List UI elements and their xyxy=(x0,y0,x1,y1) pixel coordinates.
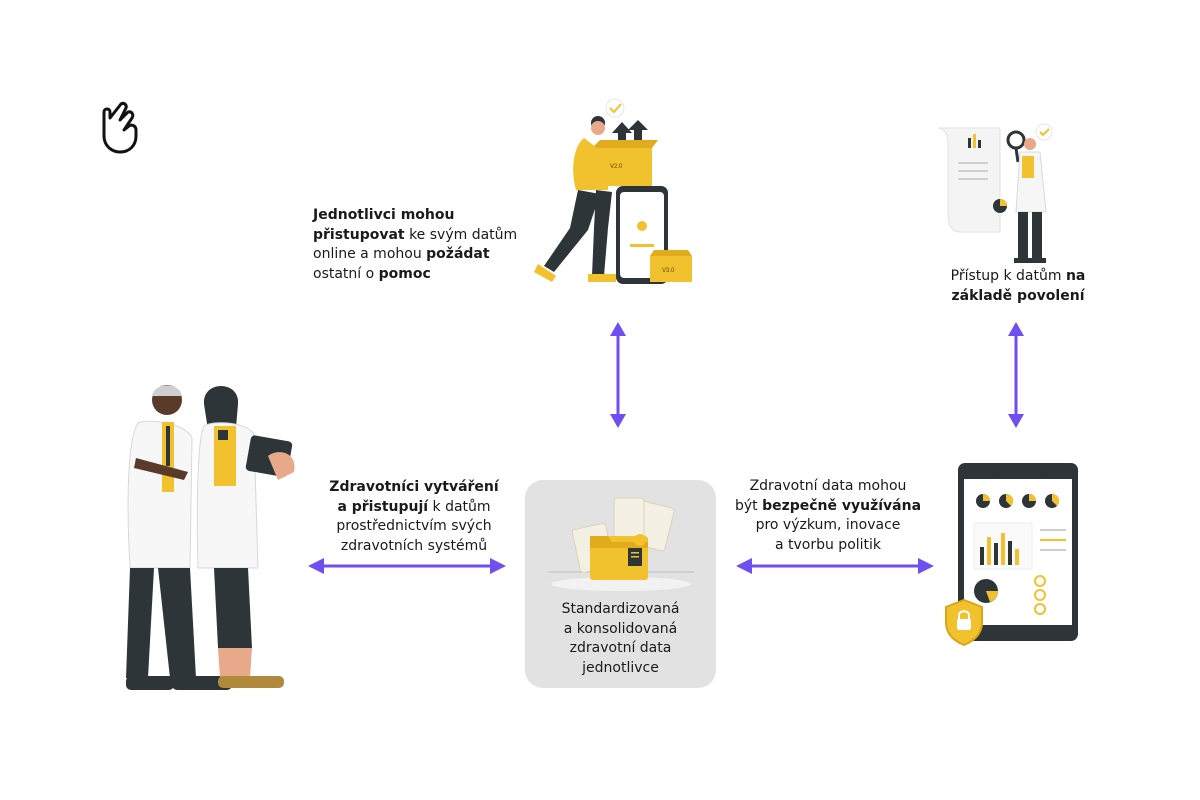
patient-caption-line4-bold: pomoc xyxy=(378,265,431,282)
arrow-hub-tablet xyxy=(736,558,934,574)
access-illustration xyxy=(937,123,1053,263)
hub-label-line4: jednotlivce xyxy=(582,659,659,676)
access-caption-line2: základě povolení xyxy=(951,287,1085,304)
clinicians-illustration xyxy=(126,385,295,690)
patient-illustration: V2.0 V3.0 xyxy=(534,98,692,284)
shield-lock-icon xyxy=(945,598,983,647)
folder-illustration xyxy=(548,497,694,591)
hub-label: Standardizovaná a konsolidovaná zdravotn… xyxy=(525,600,716,678)
research-caption-line4: a tvorbu politik xyxy=(774,536,882,553)
arrow-clinicians-hub xyxy=(308,558,506,574)
hand-pointer-icon xyxy=(102,101,138,154)
research-caption-line2-pre: být xyxy=(734,497,763,514)
patient-caption-line4-pre: ostatní o xyxy=(313,265,379,282)
box-label-v2: V2.0 xyxy=(610,164,623,170)
patient-caption-line2-bold: přistupovat xyxy=(313,226,405,243)
clinicians-caption-line1: Zdravotníci vytváření xyxy=(329,479,499,495)
clinicians-caption-line4: zdravotních systémů xyxy=(340,537,488,554)
hub-label-line1: Standardizovaná xyxy=(561,601,680,617)
patient-caption-line2-rest: ke svým datům xyxy=(404,226,518,243)
hub-label-line2: a konsolidovaná xyxy=(563,620,678,637)
research-caption: Zdravotní data mohou být bezpečně využív… xyxy=(717,477,939,555)
research-caption-line1: Zdravotní data mohou xyxy=(749,478,907,494)
patient-caption: Jednotlivci mohou přistupovat ke svým da… xyxy=(313,206,523,284)
patient-caption-line3-bold: požádat xyxy=(426,246,490,262)
access-caption-line1-pre: Přístup k datům xyxy=(950,268,1066,284)
clinicians-caption-line2-bold: a přistupují xyxy=(337,498,429,515)
access-caption-line1-bold: na xyxy=(1065,268,1086,284)
clinicians-caption-line2-rest: k datům xyxy=(428,498,491,515)
access-caption: Přístup k datům na základě povolení xyxy=(918,267,1118,306)
tablet-illustration xyxy=(958,463,1078,641)
box-label-v3: V3.0 xyxy=(662,268,675,274)
research-caption-line3: pro výzkum, inovace xyxy=(755,517,901,533)
arrow-access-tablet xyxy=(1008,322,1024,428)
clinicians-caption-line3: prostřednictvím svých xyxy=(336,518,492,534)
arrow-patient-hub xyxy=(610,322,626,428)
patient-caption-line3-pre: online a mohou xyxy=(313,246,427,262)
research-caption-line2-bold: bezpečně využívána xyxy=(762,497,922,514)
hub-label-line3: zdravotní data xyxy=(569,640,672,656)
patient-caption-line1: Jednotlivci mohou xyxy=(313,207,455,223)
clinicians-caption: Zdravotníci vytváření a přistupují k dat… xyxy=(303,478,525,556)
